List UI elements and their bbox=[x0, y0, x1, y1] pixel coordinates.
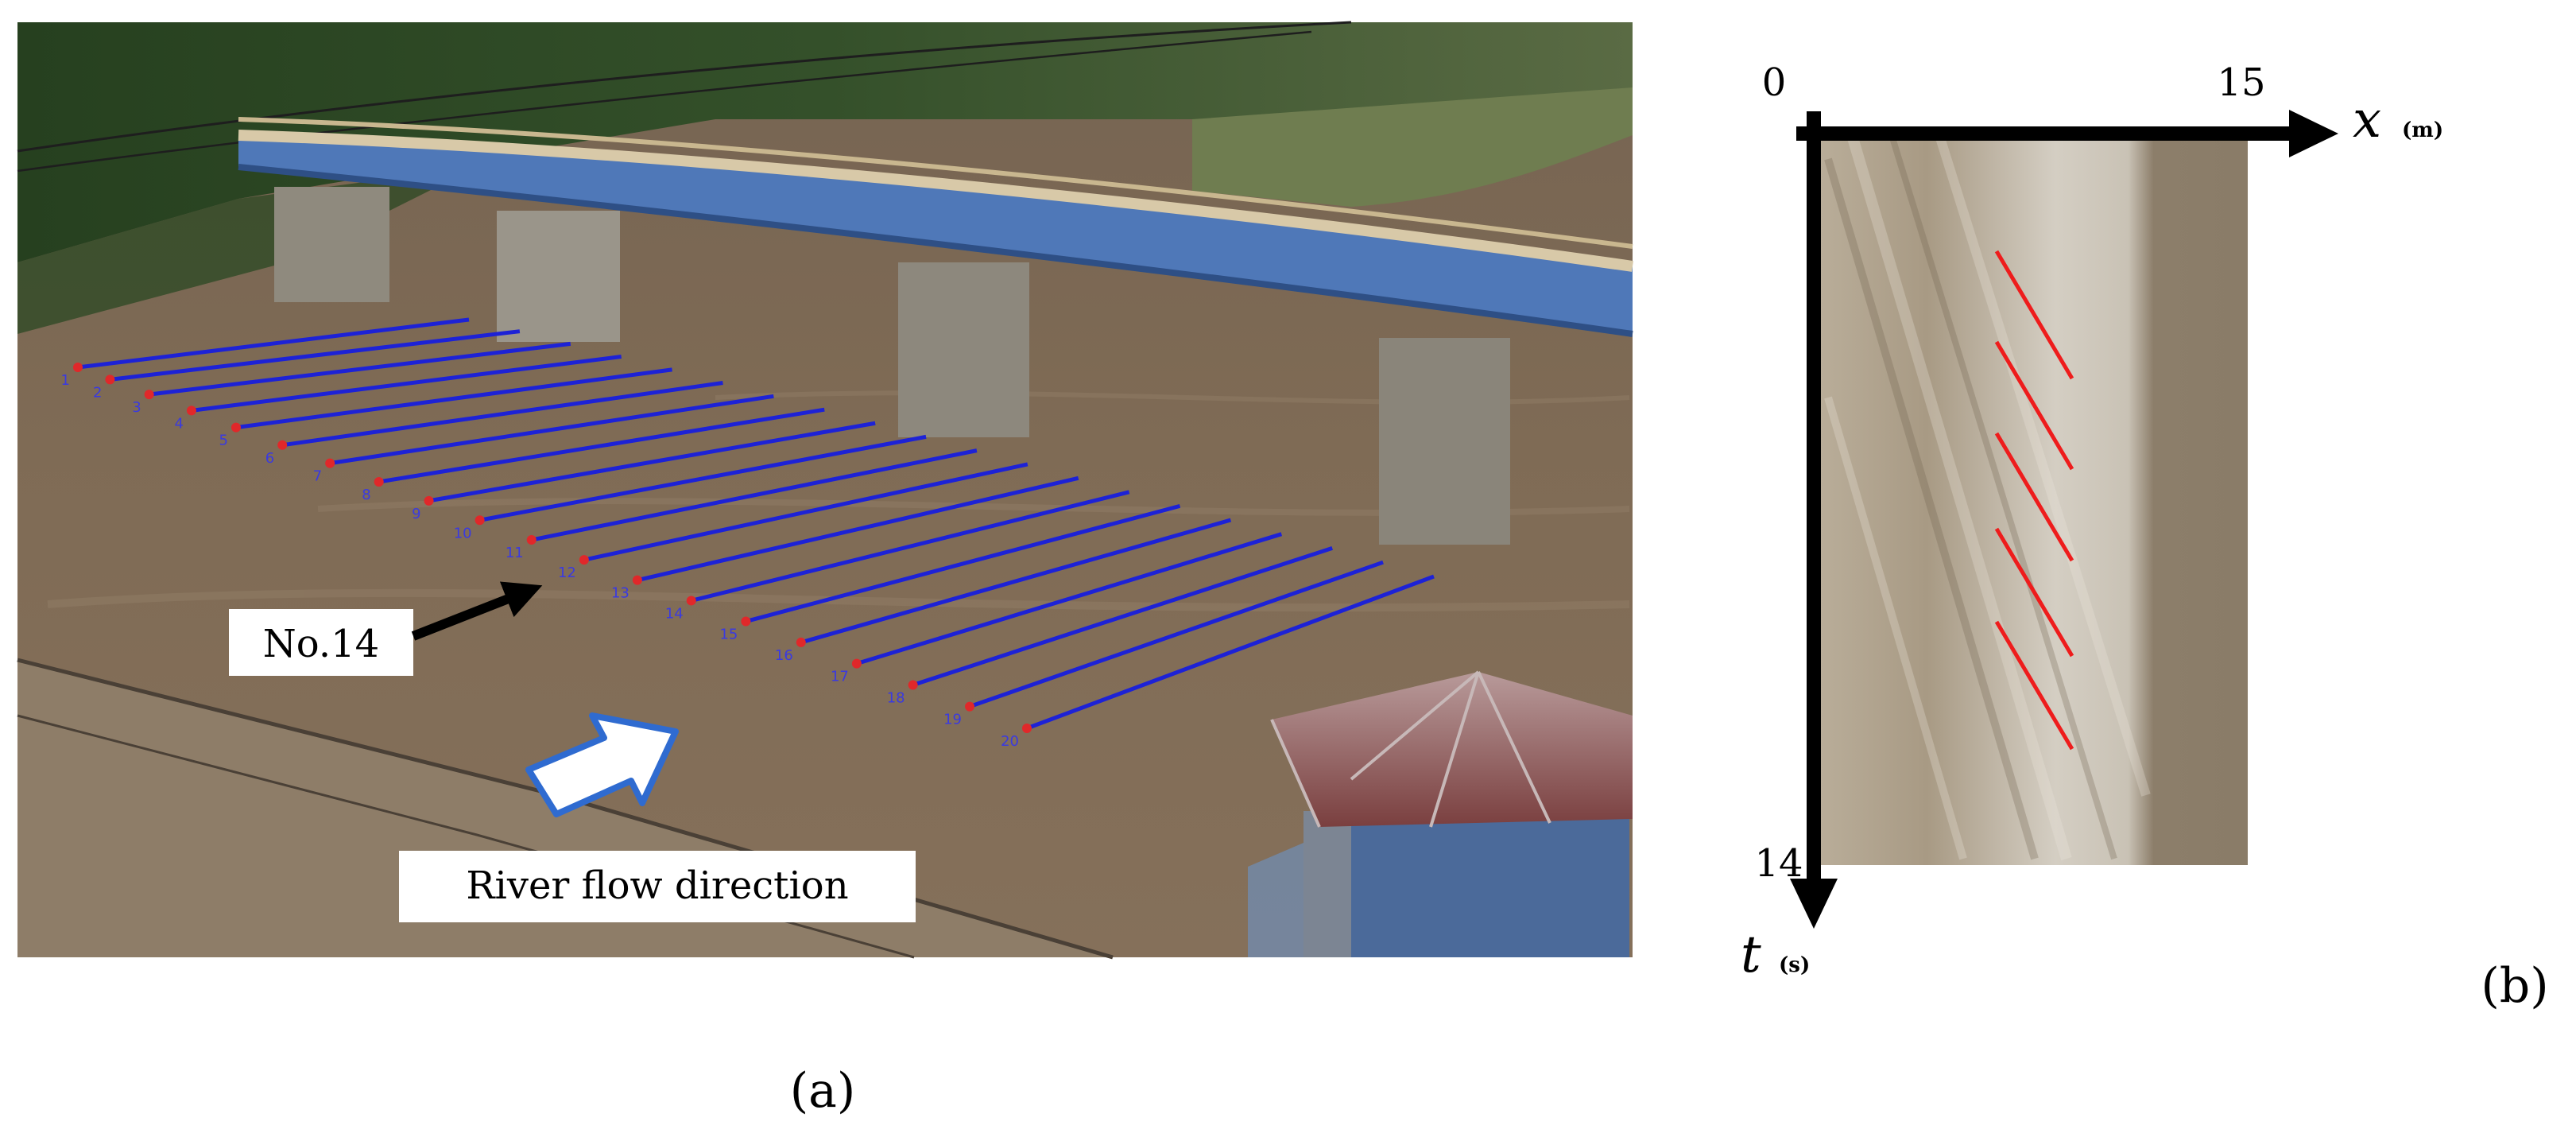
transect-line-2 bbox=[110, 329, 521, 382]
transect-line-18 bbox=[912, 546, 1333, 687]
transect-label-20: 20 bbox=[1001, 733, 1019, 750]
transect-line-12 bbox=[583, 462, 1028, 562]
panel-b: 0 15 x (m) 14 t (s) bbox=[1741, 60, 2443, 984]
transect-label-1: 1 bbox=[61, 372, 70, 389]
transect-line-17 bbox=[856, 532, 1283, 666]
transect-line-5 bbox=[235, 367, 672, 430]
x-axis-arrowhead bbox=[2289, 110, 2338, 157]
no14-label-box bbox=[229, 609, 413, 676]
caption-b: (b) bbox=[2481, 958, 2548, 1014]
flow-label: River flow direction bbox=[466, 863, 848, 908]
transect-line-6 bbox=[281, 381, 723, 448]
x-axis-unit: (m) bbox=[2402, 118, 2443, 142]
transect-line-7 bbox=[329, 394, 774, 466]
velocity-streak-4 bbox=[1994, 527, 2074, 658]
no14-label: No.14 bbox=[263, 622, 379, 666]
t-max-label: 14 bbox=[1754, 841, 1803, 886]
caption-a: (a) bbox=[790, 1063, 856, 1119]
no14-arrow bbox=[411, 581, 543, 641]
transect-label-12: 12 bbox=[558, 565, 576, 581]
transect-label-5: 5 bbox=[219, 433, 228, 449]
bridge-piers bbox=[274, 187, 1510, 545]
x-min-label: 0 bbox=[1762, 60, 1787, 105]
transect-label-10: 10 bbox=[454, 525, 472, 541]
transect-label-4: 4 bbox=[174, 415, 183, 432]
velocity-streak-3 bbox=[1994, 432, 2074, 562]
transect-marker-2 bbox=[105, 374, 115, 385]
transect-marker-9 bbox=[424, 495, 434, 506]
transect-marker-18 bbox=[908, 680, 918, 690]
transect-marker-20 bbox=[1022, 724, 1032, 733]
flow-label-box bbox=[399, 851, 916, 922]
x-axis-symbol: x bbox=[2353, 91, 2381, 149]
t-axis-unit: (s) bbox=[1779, 953, 1810, 977]
transect-label-9: 9 bbox=[412, 506, 420, 522]
transect-label-6: 6 bbox=[265, 450, 274, 467]
no14-callout: No.14 bbox=[229, 581, 543, 676]
transect-label-16: 16 bbox=[775, 647, 793, 664]
transect-label-19: 19 bbox=[943, 712, 962, 728]
transect-line-11 bbox=[531, 448, 978, 542]
transect-line-9 bbox=[428, 421, 876, 503]
transect-marker-15 bbox=[741, 616, 751, 627]
transect-marker-19 bbox=[965, 701, 975, 712]
transect-line-16 bbox=[800, 518, 1232, 645]
transect-marker-11 bbox=[526, 535, 537, 545]
transect-marker-5 bbox=[230, 422, 241, 433]
transect-line-20 bbox=[1026, 574, 1435, 731]
transect-label-14: 14 bbox=[665, 605, 684, 622]
transect-marker-7 bbox=[325, 458, 335, 468]
transect-label-2: 2 bbox=[93, 384, 102, 401]
transect-line-10 bbox=[479, 434, 927, 522]
bridge bbox=[238, 117, 1633, 337]
sti-texture bbox=[1824, 134, 2151, 860]
velocity-streak-1 bbox=[1994, 250, 2074, 380]
far-bank-grass bbox=[1192, 87, 1633, 207]
gauge-house bbox=[1248, 670, 1633, 957]
velocity-streaks bbox=[1994, 250, 2074, 751]
transect-marker-16 bbox=[796, 637, 806, 647]
x-max-label: 15 bbox=[2217, 60, 2265, 105]
transect-marker-10 bbox=[475, 515, 485, 526]
transect-marker-12 bbox=[579, 555, 589, 565]
transect-line-4 bbox=[191, 355, 622, 413]
transect-line-3 bbox=[149, 341, 571, 397]
velocity-streak-5 bbox=[1994, 620, 2074, 751]
tree-line bbox=[17, 22, 1633, 262]
transect-marker-4 bbox=[186, 406, 196, 416]
transect-marker-1 bbox=[73, 363, 83, 372]
transect-marker-17 bbox=[851, 658, 862, 669]
transect-label-13: 13 bbox=[611, 585, 629, 602]
transect-line-15 bbox=[745, 503, 1181, 623]
transect-label-18: 18 bbox=[887, 689, 905, 706]
t-axis-arrowhead bbox=[1790, 879, 1838, 929]
transect-line-13 bbox=[637, 475, 1079, 583]
t-axis-symbol: t bbox=[1741, 926, 1761, 984]
transect-line-19 bbox=[969, 560, 1384, 708]
transect-marker-14 bbox=[686, 596, 696, 606]
transect-line-8 bbox=[378, 407, 825, 484]
transect-marker-13 bbox=[632, 575, 642, 585]
transect-label-3: 3 bbox=[132, 399, 141, 416]
transect-label-8: 8 bbox=[362, 487, 370, 503]
transect-label-11: 11 bbox=[506, 545, 524, 561]
transect-line-1 bbox=[77, 317, 470, 370]
transect-marker-8 bbox=[374, 476, 384, 487]
transect-marker-3 bbox=[144, 390, 154, 400]
velocity-streak-2 bbox=[1994, 340, 2074, 471]
transect-label-15: 15 bbox=[719, 627, 738, 643]
transect-label-17: 17 bbox=[831, 669, 849, 685]
transect-marker-6 bbox=[277, 440, 288, 450]
flow-direction-arrow bbox=[525, 712, 679, 817]
transect-line-14 bbox=[691, 490, 1130, 603]
transect-label-7: 7 bbox=[313, 468, 322, 485]
